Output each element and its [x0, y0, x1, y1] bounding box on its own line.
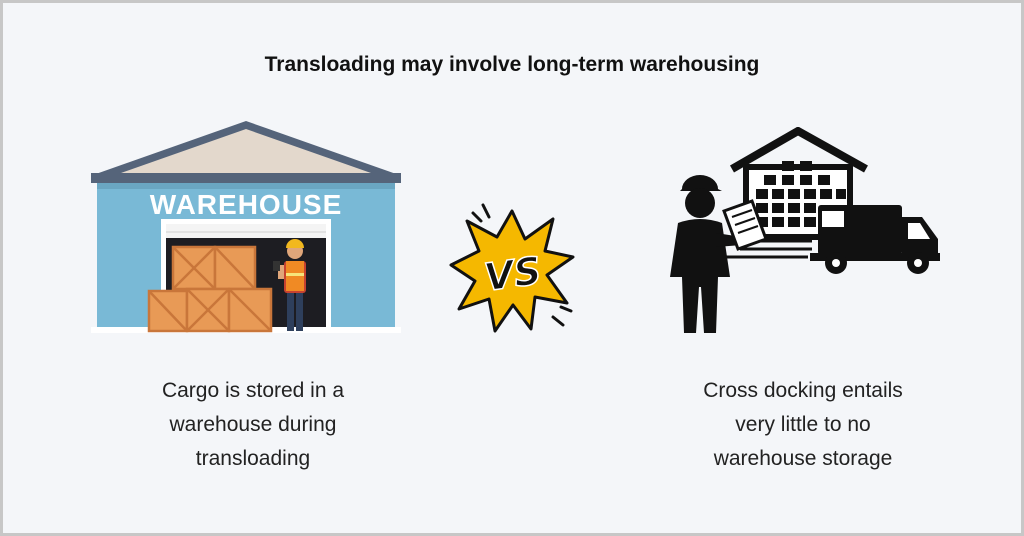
left-caption-line-2: warehouse during: [169, 413, 337, 436]
crate-stack: [147, 245, 273, 333]
left-caption-line-1: Cargo is stored in a: [161, 379, 345, 402]
right-caption-line-1: Cross docking entails: [703, 379, 903, 402]
vs-label: VS: [482, 248, 544, 299]
page-title: Transloading may involve long-term wareh…: [264, 53, 760, 76]
warehouse-sign: WAREHOUSE: [150, 189, 343, 220]
warehouse-illustration: WAREHOUSE: [91, 121, 401, 333]
left-caption-line-3: transloading: [195, 447, 311, 470]
burst-shape: [449, 209, 575, 333]
warehouse-outline-icon: [730, 127, 868, 240]
vs-burst: VS: [449, 203, 575, 333]
clipboard-icon: [722, 199, 768, 251]
burst-spark-lines: [471, 203, 573, 327]
cross-docking-illustration: [670, 127, 940, 333]
truck-icon: [810, 205, 940, 274]
warehouse-worker: [273, 239, 306, 331]
warehouse-gable: [121, 129, 371, 173]
right-caption-line-3: warehouse storage: [713, 447, 893, 470]
right-caption: Cross docking entails very little to no …: [643, 374, 963, 476]
left-caption: Cargo is stored in a warehouse during tr…: [103, 374, 403, 476]
worker-silhouette-icon: [670, 175, 742, 333]
right-caption-line-2: very little to no: [735, 413, 871, 436]
